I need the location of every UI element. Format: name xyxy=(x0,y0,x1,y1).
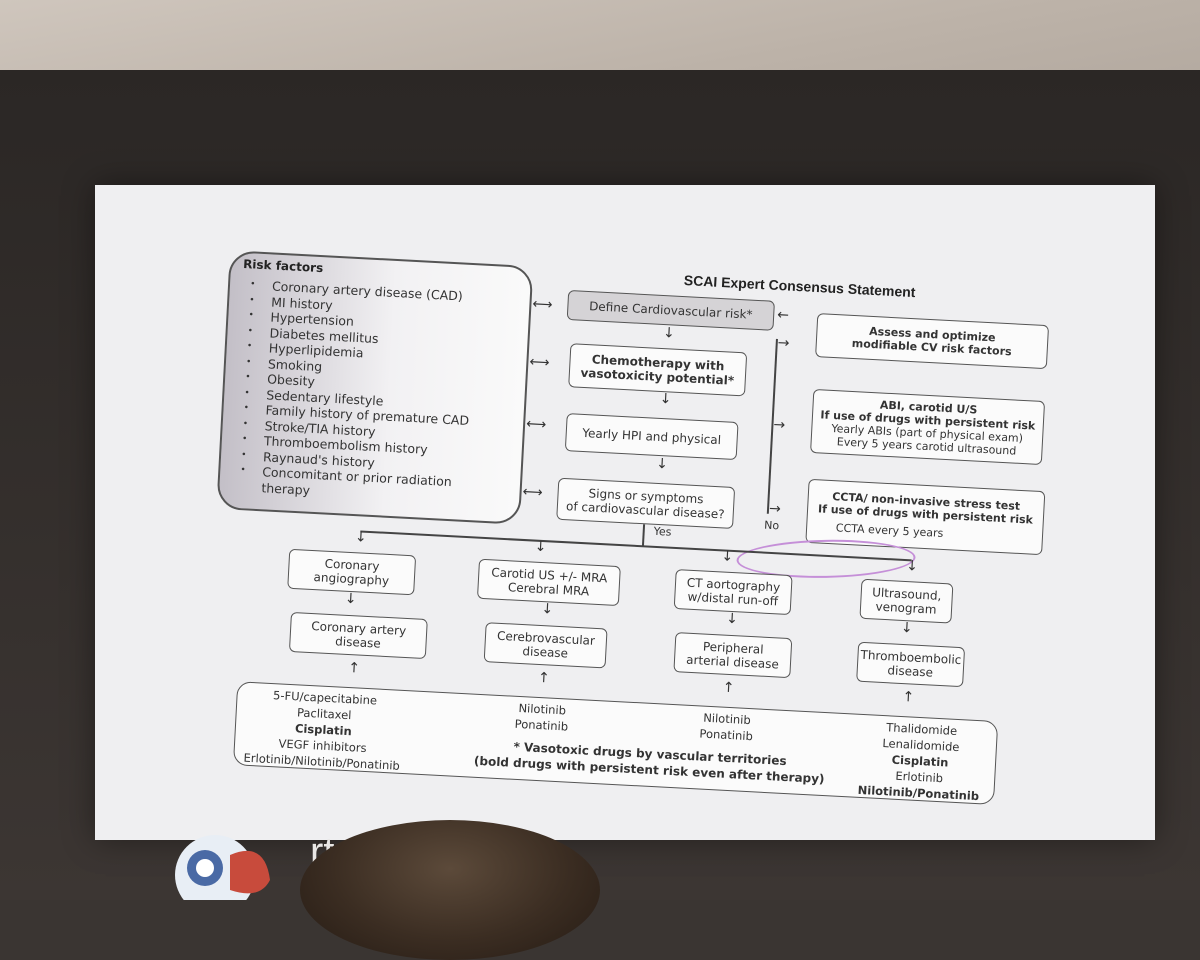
arrow-down-icon: ↓ xyxy=(900,619,914,637)
test-box-ultrasound: Ultrasound, venogram xyxy=(859,578,954,624)
test-box-ct-aortography: CT aortography w/distal run-off xyxy=(673,569,793,616)
arrow-down-icon: ↓ xyxy=(725,610,739,628)
result-box-cerebrovascular: Cerebrovascular disease xyxy=(483,622,608,669)
audience-head xyxy=(300,820,600,960)
arrow-up-icon: ↑ xyxy=(347,660,361,677)
drug-column-coronary: 5-FU/capecitabine Paclitaxel Cisplatin V… xyxy=(234,685,413,774)
assess-box: Assess and optimize modifiable CV risk f… xyxy=(815,313,1050,370)
result-label-line2: disease xyxy=(887,663,934,680)
arrow-right-icon: → xyxy=(773,416,786,434)
result-box-thromboembolic: Thromboembolic disease xyxy=(856,641,966,688)
yes-label: Yes xyxy=(653,524,672,539)
drug-column-peripheral: Nilotinib Ponatinib xyxy=(676,708,778,745)
double-arrow-icon: ⟷ xyxy=(532,296,553,314)
result-label-line2: disease xyxy=(334,634,382,651)
test-label-line2: venogram xyxy=(875,599,937,617)
arrow-down-icon: ↓ xyxy=(662,325,676,342)
yes-stem-line xyxy=(641,524,646,547)
test-box-carotid: Carotid US +/- MRA Cerebral MRA xyxy=(476,558,621,607)
risk-factors-box: Risk factors Coronary artery disease (CA… xyxy=(216,250,534,525)
risk-factors-title: Risk factors xyxy=(242,256,324,276)
double-arrow-icon: ⟷ xyxy=(529,354,550,372)
vasotoxic-note: * Vasotoxic drugs by vascular territorie… xyxy=(449,735,850,788)
arrow-left-icon: ← xyxy=(776,306,790,324)
result-label-line2: disease xyxy=(522,644,569,661)
logo-icon xyxy=(175,835,270,900)
arrow-up-icon: ↑ xyxy=(901,689,915,706)
drug-column-cerebrovascular: Nilotinib Ponatinib xyxy=(491,699,593,736)
result-label-line2: arterial disease xyxy=(685,652,780,672)
double-arrow-icon: ⟷ xyxy=(525,415,547,434)
arrow-down-icon: ↓ xyxy=(354,529,368,546)
chemotherapy-box: Chemotherapy with vasotoxicity potential… xyxy=(568,343,748,397)
arrow-down-icon: ↓ xyxy=(534,538,547,556)
define-risk-label: Define Cardiovascular risk* xyxy=(588,298,753,322)
arrow-right-icon: → xyxy=(768,500,782,518)
abi-box: ABI, carotid U/S If use of drugs with pe… xyxy=(810,388,1046,466)
no-label: No xyxy=(763,518,780,533)
arrow-up-icon: ↑ xyxy=(537,669,551,687)
vasotoxic-drugs-box: 5-FU/capecitabine Paclitaxel Cisplatin V… xyxy=(232,681,999,805)
test-label-line2: angiography xyxy=(313,570,390,589)
arrow-down-icon: ↓ xyxy=(721,548,734,565)
arrow-down-icon: ↓ xyxy=(905,558,919,575)
arrow-down-icon: ↓ xyxy=(659,390,672,408)
ccta-item: CCTA every 5 years xyxy=(835,520,944,540)
signs-symptoms-box: Signs or symptoms of cardiovascular dise… xyxy=(556,477,736,529)
arrow-down-icon: ↓ xyxy=(541,601,554,618)
drug-column-thromboembolic: Thalidomide Lenalidomide Cisplatin Erlot… xyxy=(853,718,987,805)
yearly-hpi-box: Yearly HPI and physical xyxy=(564,413,739,461)
arrow-down-icon: ↓ xyxy=(344,590,357,608)
arrow-down-icon: ↓ xyxy=(655,455,669,473)
double-arrow-icon: ⟷ xyxy=(522,483,544,501)
risk-factors-list: Coronary artery disease (CAD) MI history… xyxy=(239,277,482,506)
result-box-peripheral: Peripheral arterial disease xyxy=(673,632,793,679)
arrow-right-icon: → xyxy=(777,335,790,352)
yearly-hpi-label: Yearly HPI and physical xyxy=(581,425,722,447)
result-box-coronary: Coronary artery disease xyxy=(288,611,428,660)
test-label-line2: Cerebral MRA xyxy=(507,580,590,599)
test-box-coronary: Coronary angiography xyxy=(287,548,417,596)
arrow-up-icon: ↑ xyxy=(722,679,735,697)
